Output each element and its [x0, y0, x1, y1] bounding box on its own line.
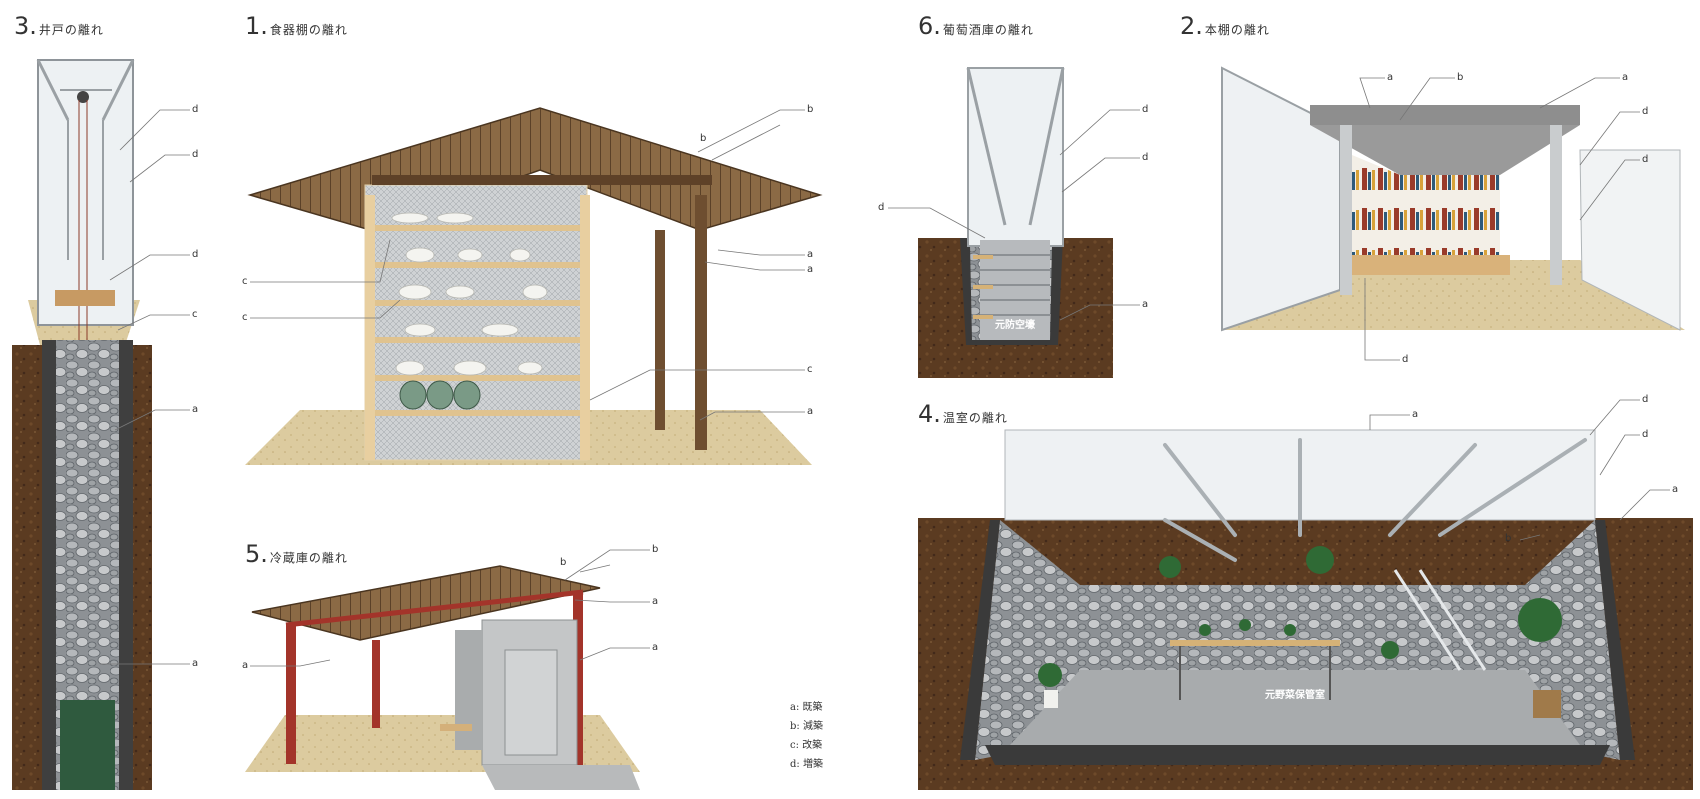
leader-lines: [100, 77, 1670, 667]
callout-dish-7: c: [807, 364, 813, 375]
dish-shelf-illustration: [245, 107, 823, 465]
greenhouse-sign: 元野菜保管室: [1265, 690, 1325, 701]
title-greenhouse-text: 温室の離れ: [942, 411, 1008, 425]
title-fridge-number: 5.: [245, 540, 268, 568]
callout-book-3: a: [1622, 72, 1629, 83]
callout-green-3: d: [1642, 429, 1649, 440]
callout-well-3: d: [192, 249, 199, 260]
callout-green-5: b: [1505, 533, 1512, 544]
callout-fridge-1: b: [652, 544, 659, 555]
title-greenhouse-number: 4.: [918, 400, 941, 428]
bookshelf-illustration: [1221, 66, 1685, 332]
callout-cellar-1: d: [1142, 104, 1149, 115]
well-illustration: [12, 59, 152, 790]
legend-item-b: b: 減築: [790, 721, 823, 732]
wine-cellar-illustration: [918, 67, 1113, 378]
callout-fridge-4: a: [652, 596, 659, 607]
callout-well-1: d: [192, 104, 199, 115]
title-dish-number: 1.: [245, 12, 268, 40]
callout-dish-2: b: [700, 133, 707, 144]
callout-dish-6: c: [242, 312, 248, 323]
callout-fridge-5: a: [652, 642, 659, 653]
title-fridge-text: 冷蔵庫の離れ: [269, 551, 348, 565]
title-fridge: 5.冷蔵庫の離れ: [245, 540, 348, 568]
legend-item-c: c: 改築: [790, 740, 823, 751]
callout-green-1: a: [1412, 409, 1419, 420]
title-greenhouse: 4.温室の離れ: [918, 400, 1008, 428]
callout-dish-4: a: [807, 264, 814, 275]
title-cellar-number: 6.: [918, 12, 941, 40]
callout-dish-5: c: [242, 276, 248, 287]
title-well: 3.井戸の離れ: [14, 12, 104, 40]
callout-cellar-2: d: [1142, 152, 1149, 163]
title-cellar: 6.葡萄酒庫の離れ: [918, 12, 1034, 40]
title-dish: 1.食器棚の離れ: [245, 12, 348, 40]
callout-book-4: d: [1642, 106, 1649, 117]
title-book-number: 2.: [1180, 12, 1203, 40]
callout-well-2: d: [192, 149, 199, 160]
legend-item-d: d: 増築: [790, 759, 823, 770]
callout-book-6: d: [1402, 354, 1409, 365]
callout-well-5: a: [192, 404, 199, 415]
title-book-text: 本棚の離れ: [1204, 23, 1270, 37]
callout-green-4: a: [1672, 484, 1679, 495]
callout-cellar-4: a: [1142, 299, 1149, 310]
callout-book-1: a: [1387, 72, 1394, 83]
callout-well-4: c: [192, 309, 198, 320]
legend-item-a: a: 既築: [790, 702, 823, 713]
legend: a: 既築 b: 減築 c: 改築 d: 増築: [790, 698, 823, 774]
greenhouse-illustration: [918, 429, 1693, 790]
callout-book-5: d: [1642, 154, 1649, 165]
title-well-text: 井戸の離れ: [38, 23, 104, 37]
callout-dish-1: b: [807, 104, 814, 115]
title-book: 2.本棚の離れ: [1180, 12, 1270, 40]
fridge-illustration: [245, 565, 640, 790]
title-well-number: 3.: [14, 12, 37, 40]
callout-dish-3: a: [807, 249, 814, 260]
callout-fridge-3: a: [242, 660, 249, 671]
callout-book-2: b: [1457, 72, 1464, 83]
callout-dish-8: a: [807, 406, 814, 417]
title-cellar-text: 葡萄酒庫の離れ: [942, 23, 1034, 37]
callout-cellar-3: d: [878, 202, 885, 213]
title-dish-text: 食器棚の離れ: [269, 23, 348, 37]
callout-well-6: a: [192, 658, 199, 669]
callout-green-2: d: [1642, 394, 1649, 405]
callout-fridge-2: b: [560, 557, 567, 568]
cellar-sign: 元防空壕: [995, 320, 1035, 331]
